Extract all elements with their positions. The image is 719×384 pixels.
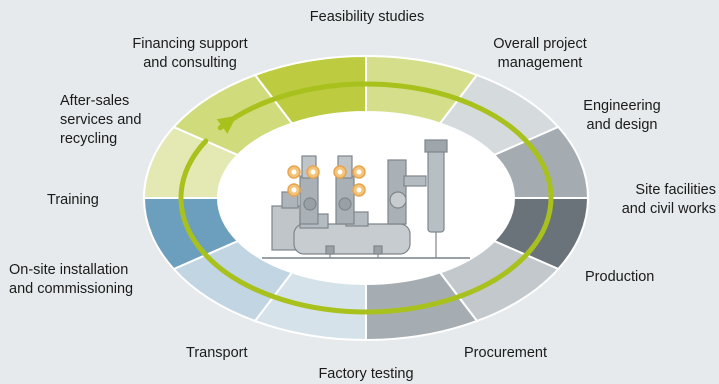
label-line: Engineering bbox=[583, 98, 661, 114]
label-line: Overall project bbox=[493, 36, 587, 52]
label-line: Feasibility studies bbox=[309, 9, 425, 25]
label-transport: Transport bbox=[186, 344, 248, 363]
label-line: After-sales bbox=[60, 93, 130, 109]
label-line: services and bbox=[60, 112, 142, 128]
label-line: and civil works bbox=[621, 201, 716, 217]
label-line: Factory testing bbox=[318, 366, 414, 382]
label-feasibility-studies: Feasibility studies bbox=[310, 8, 424, 27]
label-procurement: Procurement bbox=[464, 344, 547, 363]
label-after-sales-services-and-recycling: After-sales services and recycling bbox=[60, 92, 141, 149]
label-line: management bbox=[497, 55, 583, 71]
label-line: and consulting bbox=[143, 55, 237, 71]
label-line: recycling bbox=[60, 131, 118, 147]
label-overall-project-management: Overall project management bbox=[493, 35, 586, 73]
label-line: Site facilities bbox=[635, 182, 716, 198]
label-production: Production bbox=[585, 268, 654, 287]
label-factory-testing: Factory testing bbox=[318, 365, 413, 384]
label-site-facilities-and-civil-works: Site facilities and civil works bbox=[622, 181, 716, 219]
label-line: Financing support bbox=[132, 36, 248, 52]
label-line: Production bbox=[585, 269, 655, 285]
label-line: and design bbox=[586, 117, 658, 133]
cycle-arrow bbox=[178, 81, 554, 315]
label-line: Training bbox=[47, 192, 99, 208]
label-line: Transport bbox=[186, 345, 248, 361]
cycle-arrowhead bbox=[216, 115, 237, 134]
label-training: Training bbox=[47, 191, 99, 210]
label-line: On-site installation bbox=[9, 262, 129, 278]
label-line: Procurement bbox=[464, 345, 548, 361]
bushing-lights bbox=[287, 165, 366, 197]
label-on-site-installation-and-commissioning: On-site installation and commissioning bbox=[9, 261, 133, 299]
label-engineering-and-design: Engineering and design bbox=[583, 97, 660, 135]
ring-segment-financing bbox=[172, 73, 294, 157]
label-financing-support-and-consulting: Financing support and consulting bbox=[132, 35, 247, 73]
label-line: and commissioning bbox=[9, 281, 134, 297]
